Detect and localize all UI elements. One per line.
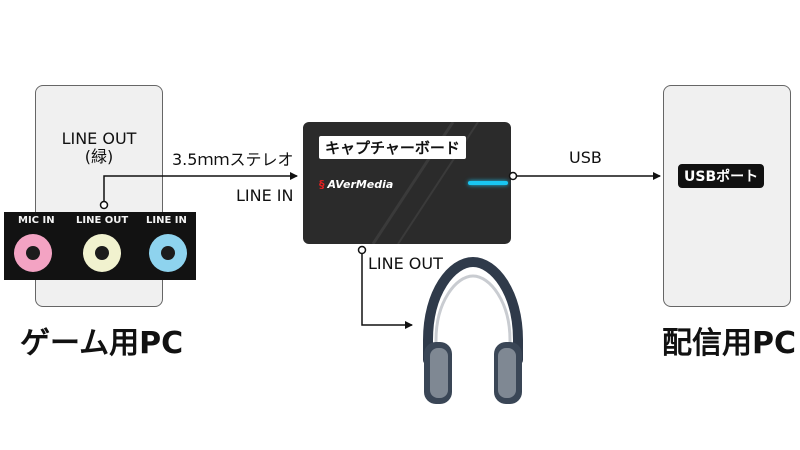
audio-jack-panel: MIC IN LINE OUT LINE IN (4, 212, 196, 280)
stream-pc-label: 配信用PC (662, 326, 797, 361)
game-pc-label: ゲーム用PC (20, 326, 184, 361)
cable-label: 3.5ｍｍステレオ (172, 150, 294, 169)
port-label-line-out: LINE OUT (76, 215, 129, 226)
cable-node-usb (508, 171, 518, 181)
capture-board: キャプチャーボード §AVerMedia (303, 122, 511, 244)
game-pc-line-out-label: LINE OUT (緑) (35, 130, 163, 166)
brand-name: AVerMedia (327, 178, 394, 191)
usb-port-label: USBポート (678, 164, 765, 188)
brand-logo: §AVerMedia (319, 178, 393, 191)
stream-pc-box (663, 85, 791, 307)
cable-node-line-out (99, 200, 109, 210)
port-label-line-in: LINE IN (146, 215, 187, 226)
cable-game-to-capture (103, 172, 298, 205)
cable-capture-to-headphones (361, 250, 413, 329)
headphone-line-out-label: LINE OUT (368, 254, 443, 273)
line-in-label: LINE IN (236, 186, 294, 205)
status-led (468, 181, 508, 185)
line-out-color-text: (緑) (84, 147, 114, 166)
line-in-jack (149, 234, 187, 272)
line-out-text: LINE OUT (61, 129, 137, 148)
mic-in-jack (14, 234, 52, 272)
cable-node-line-out-bottom (357, 245, 367, 255)
port-label-mic-in: MIC IN (18, 215, 55, 226)
line-out-jack (83, 234, 121, 272)
headphones-icon (423, 256, 523, 404)
usb-label: USB (569, 148, 602, 167)
avermedia-logo-icon: § (319, 178, 325, 191)
capture-board-label: キャプチャーボード (319, 136, 466, 159)
